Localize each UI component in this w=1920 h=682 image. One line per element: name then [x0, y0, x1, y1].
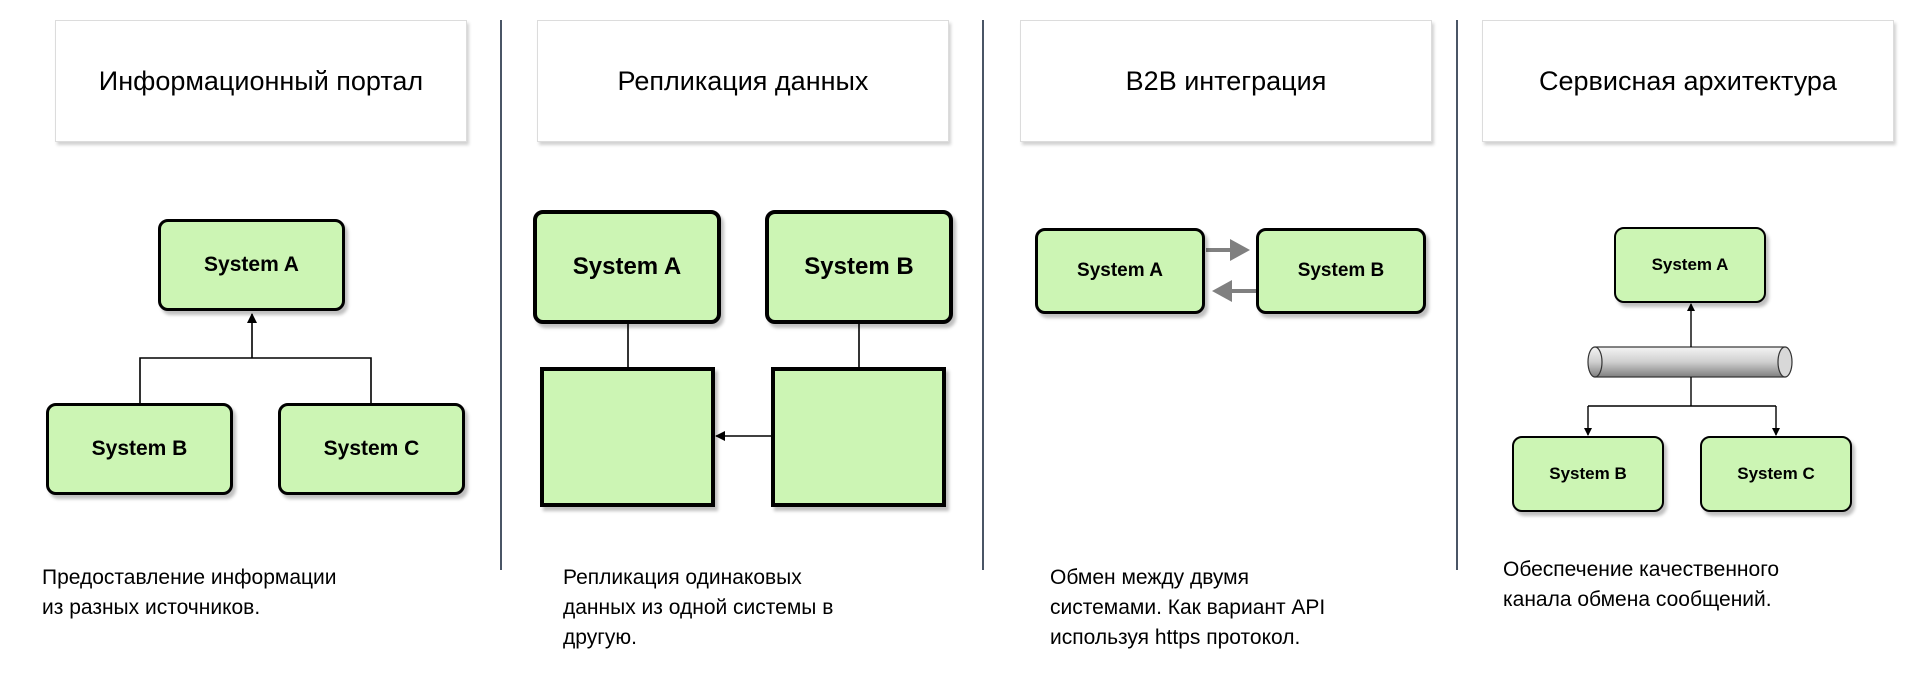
panel-title: Сервисная архитектура: [1482, 20, 1894, 142]
panel-separator: [1456, 20, 1458, 570]
arrow-icon: [1230, 239, 1250, 261]
panel-description: Обмен между двумя системами. Как вариант…: [1050, 566, 1326, 649]
system-c-node: System C: [278, 403, 465, 495]
system-b-database: [771, 367, 946, 507]
panel-separator: [982, 20, 984, 570]
system-a-node: System A: [158, 219, 345, 311]
system-b-node: System B: [765, 210, 953, 324]
panel-separator: [500, 20, 502, 570]
system-a-database: [540, 367, 715, 507]
system-a-node: System A: [1614, 227, 1766, 303]
system-c-node: System C: [1700, 436, 1852, 512]
replication-connectors: [627, 324, 860, 441]
b2b-arrows: [1206, 239, 1256, 302]
panel-description: Репликация одинаковых данных из одной си…: [563, 566, 834, 649]
panel-title: Репликация данных: [537, 20, 949, 142]
system-b-node: System B: [1256, 228, 1426, 314]
portal-connectors: [139, 313, 372, 403]
panel-title: B2B интеграция: [1020, 20, 1432, 142]
panel-description: Предоставление информации из разных исто…: [42, 566, 337, 619]
panel-title: Информационный портал: [55, 20, 467, 142]
message-bus-icon: [1587, 346, 1793, 378]
panel-description: Обеспечение качественного канала обмена …: [1503, 558, 1780, 611]
system-a-node: System A: [1035, 228, 1205, 314]
soa-connectors: [1584, 303, 1780, 436]
arrow-icon: [1212, 280, 1232, 302]
system-b-node: System B: [1512, 436, 1664, 512]
system-a-node: System A: [533, 210, 721, 324]
system-b-node: System B: [46, 403, 233, 495]
